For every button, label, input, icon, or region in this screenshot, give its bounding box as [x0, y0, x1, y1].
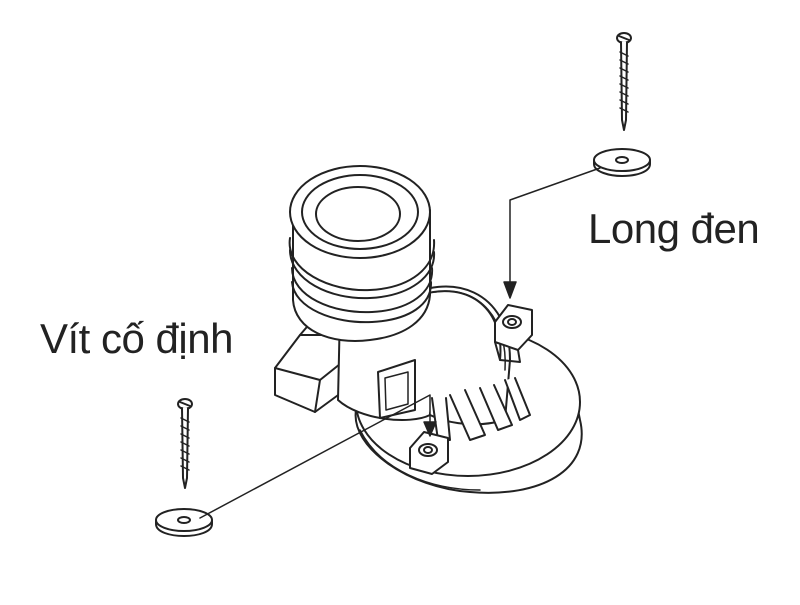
leader-washer	[503, 167, 601, 299]
fixing-screw-label: Vít cố định	[40, 315, 233, 362]
screw-bottom	[177, 398, 193, 489]
washer-bottom	[155, 508, 213, 537]
mounting-lug-front	[409, 431, 449, 475]
washer-top	[593, 148, 651, 177]
mounting-lug-right	[494, 304, 533, 363]
screw-top	[616, 32, 632, 131]
leader-screw	[199, 394, 437, 519]
mount-bracket	[274, 299, 346, 413]
inlet-cylinder	[288, 165, 436, 342]
washer-label: Long đen	[588, 205, 760, 252]
